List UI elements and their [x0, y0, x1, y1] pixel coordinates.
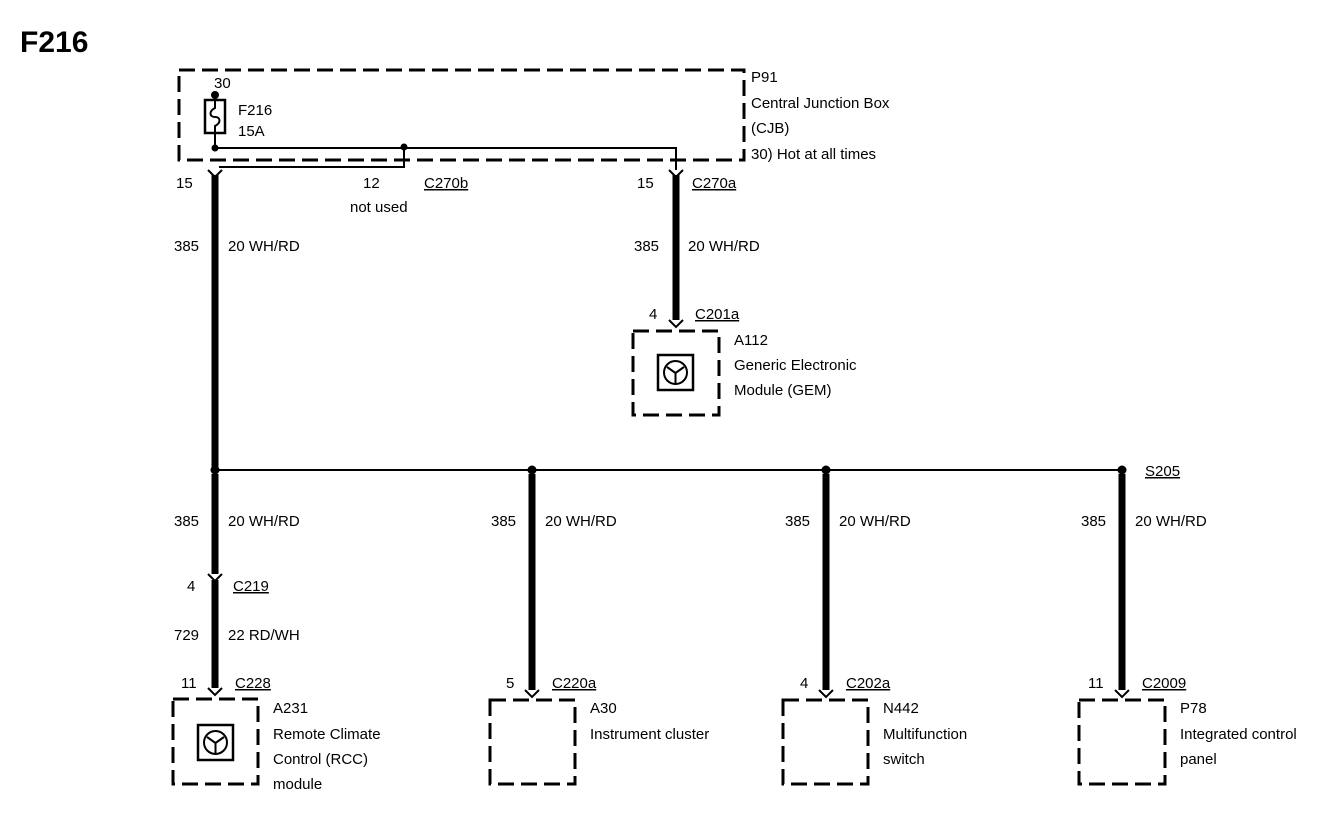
diagram-title: F216	[20, 26, 88, 59]
splice-node-3	[821, 465, 831, 475]
gem-label-line2: Module (GEM)	[734, 382, 832, 399]
icp-wire-color: 20 WH/RD	[1135, 513, 1207, 530]
gem-circuit-number: 385	[634, 238, 659, 255]
gem-label-line1: Generic Electronic	[734, 357, 857, 374]
main-circuit-number: 385	[174, 238, 199, 255]
icp-module-box	[1077, 698, 1167, 786]
c202a-connector-symbol	[818, 689, 834, 699]
c219-connector-label: C219	[233, 578, 269, 595]
icp-id: P78	[1180, 700, 1207, 717]
cluster-label-line1: Instrument cluster	[590, 726, 709, 743]
cluster-id: A30	[590, 700, 617, 717]
gem-connector-label: C201a	[695, 306, 740, 323]
icp-label-line2: panel	[1180, 751, 1217, 768]
rcc-label-line1: Remote Climate	[273, 726, 381, 743]
cjb-unused-circuit	[219, 147, 405, 168]
fuse-icon	[203, 98, 227, 135]
switch-label-line1: Multifunction	[883, 726, 967, 743]
switch-module-box	[781, 698, 870, 786]
icp-circuit-number: 385	[1081, 513, 1106, 530]
rcc-label-line2: Control (RCC)	[273, 751, 368, 768]
switch-pin: 4	[800, 675, 808, 692]
fuse-rating: 15A	[238, 123, 265, 140]
switch-wire-color: 20 WH/RD	[839, 513, 911, 530]
solid-state-device-icon	[196, 723, 235, 762]
rcc-connector-label: C228	[235, 675, 271, 692]
cjb-box	[177, 68, 746, 162]
splice-node-2	[527, 465, 537, 475]
cluster-circuit-number: 385	[491, 513, 516, 530]
splice-node-1	[210, 465, 220, 475]
cjb-label-line2: (CJB)	[751, 120, 789, 137]
gem-wire-color: 20 WH/RD	[688, 238, 760, 255]
cjb-internal-bus	[215, 147, 677, 170]
main-wire-color: 20 WH/RD	[228, 238, 300, 255]
icp-label-line1: Integrated control	[1180, 726, 1297, 743]
rcc-id: A231	[273, 700, 308, 717]
c270b-connector-label: C270b	[424, 175, 468, 192]
c228-connector-symbol	[207, 687, 223, 697]
cjb-id: P91	[751, 69, 778, 86]
c2009-connector-symbol	[1114, 689, 1130, 699]
c270b-pin-right: 12	[363, 175, 380, 192]
cjb-label-line1: Central Junction Box	[751, 95, 890, 112]
rcc-circuit-number: 385	[174, 513, 199, 530]
switch-label-line2: switch	[883, 751, 925, 768]
c220a-connector-symbol	[524, 689, 540, 699]
cjb-pin: 30	[214, 75, 231, 92]
gem-id: A112	[734, 332, 768, 349]
rcc-lower-circuit-number: 729	[174, 627, 199, 644]
rcc-lower-wire-color: 22 RD/WH	[228, 627, 300, 644]
fuse-name: F216	[238, 102, 272, 119]
icp-pin: 11	[1088, 675, 1104, 692]
rcc-label-line3: module	[273, 776, 322, 793]
switch-id: N442	[883, 700, 919, 717]
c270b-pin-left: 15	[176, 175, 193, 192]
c201a-connector-symbol	[668, 319, 684, 329]
c270a-connector-label: C270a	[692, 175, 737, 192]
rcc-module-box	[171, 697, 260, 786]
splice-label: S205	[1145, 463, 1180, 480]
c270a-pin: 15	[637, 175, 654, 192]
splice-node-4	[1117, 465, 1127, 475]
rcc-pin: 11	[181, 675, 197, 692]
switch-connector-label: C202a	[846, 675, 891, 692]
switch-circuit-number: 385	[785, 513, 810, 530]
c219-connector-symbol	[207, 573, 223, 583]
cluster-connector-label: C220a	[552, 675, 597, 692]
gem-module-box	[631, 329, 721, 417]
c219-pin: 4	[187, 578, 195, 595]
not-used-label: not used	[350, 199, 408, 216]
icp-connector-label: C2009	[1142, 675, 1186, 692]
rcc-wire-color: 20 WH/RD	[228, 513, 300, 530]
cluster-pin: 5	[506, 675, 514, 692]
gem-pin: 4	[649, 306, 657, 323]
cluster-wire-color: 20 WH/RD	[545, 513, 617, 530]
solid-state-device-icon	[656, 353, 695, 392]
cluster-module-box	[488, 698, 577, 786]
cjb-label-line3: 30) Hot at all times	[751, 146, 876, 163]
